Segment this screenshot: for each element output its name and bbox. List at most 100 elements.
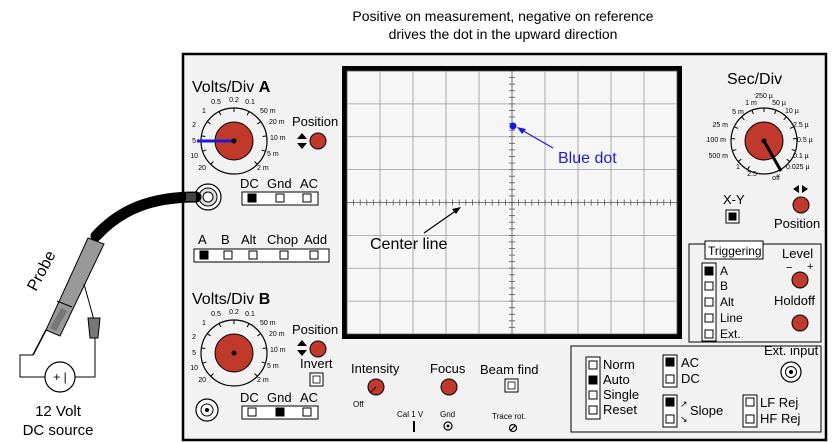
blue-dot bbox=[509, 122, 517, 130]
svg-text:20 m: 20 m bbox=[269, 331, 285, 338]
coupling-a-ac-button[interactable] bbox=[302, 193, 312, 203]
svg-text:0.5: 0.5 bbox=[211, 99, 221, 106]
sweep-norm-button[interactable] bbox=[588, 360, 598, 370]
trig-ac-button[interactable] bbox=[665, 357, 675, 367]
svg-text:2.5: 2.5 bbox=[747, 171, 757, 178]
level-plus: + bbox=[807, 261, 813, 273]
horizontal-position-knob[interactable] bbox=[792, 196, 810, 214]
svg-text:1: 1 bbox=[736, 164, 740, 171]
focus-label: Focus bbox=[430, 361, 466, 376]
svg-text:1: 1 bbox=[202, 320, 206, 327]
mode-add-button[interactable] bbox=[309, 250, 319, 260]
coupling-b-gnd-label: Gnd bbox=[267, 390, 292, 405]
trig-dc-button[interactable] bbox=[665, 374, 675, 384]
svg-text:5 m: 5 m bbox=[267, 151, 279, 158]
svg-text:0.5: 0.5 bbox=[211, 311, 221, 318]
coupling-b-ac-label: AC bbox=[300, 390, 318, 405]
coupling-b-dc-label: DC bbox=[240, 390, 259, 405]
mode-add-label: Add bbox=[304, 232, 327, 247]
svg-text:50 m: 50 m bbox=[260, 320, 276, 327]
volts-div-a-knob[interactable] bbox=[197, 107, 268, 175]
trigger-source-ext-button[interactable] bbox=[704, 329, 714, 339]
mode-b-button[interactable] bbox=[223, 250, 233, 260]
trace-rot-screw-icon[interactable] bbox=[508, 423, 518, 433]
mode-b-label: B bbox=[221, 232, 230, 247]
trigger-source-a-button[interactable] bbox=[704, 266, 714, 276]
position-a-knob[interactable] bbox=[309, 132, 327, 150]
svg-text:5: 5 bbox=[192, 138, 196, 145]
coupling-b-dc-button[interactable] bbox=[247, 407, 257, 417]
lf-rej-button[interactable] bbox=[745, 397, 755, 407]
svg-text:2 m: 2 m bbox=[257, 377, 269, 384]
ext-input-bnc-connector[interactable] bbox=[780, 361, 802, 383]
position-a-label: Position bbox=[292, 114, 338, 129]
trigger-source-b-button[interactable] bbox=[704, 281, 714, 291]
coupling-a-gnd-label: Gnd bbox=[267, 176, 292, 191]
focus-knob[interactable] bbox=[440, 378, 458, 396]
volts-div-a-scale: 0.5 0.2 0.1 1 50 m 2 20 m 5 10 m 10 5 m … bbox=[190, 97, 286, 172]
position-b-knob[interactable] bbox=[309, 340, 327, 358]
sec-div-title: Sec/Div bbox=[727, 71, 782, 88]
cal-label: Cal 1 V bbox=[397, 410, 424, 419]
slope-fall-button[interactable] bbox=[665, 414, 675, 424]
mode-a-button[interactable] bbox=[199, 250, 209, 260]
slope-rise-icon: ↗ bbox=[680, 399, 688, 409]
trigger-source-alt-button[interactable] bbox=[704, 297, 714, 307]
hf-rej-label: HF Rej bbox=[760, 411, 801, 426]
mode-chop-button[interactable] bbox=[279, 250, 289, 260]
source-label-line-2: DC source bbox=[23, 422, 94, 439]
svg-text:0.1 µ: 0.1 µ bbox=[793, 153, 809, 160]
slope-label: Slope bbox=[690, 403, 723, 418]
input-a-bnc-connector[interactable] bbox=[194, 183, 222, 211]
triggering-title: Triggering bbox=[708, 244, 762, 258]
coupling-a-dc-button[interactable] bbox=[247, 193, 257, 203]
volts-div-b-knob[interactable] bbox=[200, 319, 268, 387]
intensity-label: Intensity bbox=[351, 361, 400, 376]
invert-button-inner bbox=[312, 375, 321, 384]
mode-chop-label: Chop bbox=[267, 232, 298, 247]
sweep-single-button[interactable] bbox=[588, 390, 598, 400]
position-b-arrows-icon bbox=[297, 340, 307, 356]
coupling-b-gnd-button[interactable] bbox=[275, 407, 285, 417]
svg-text:500 m: 500 m bbox=[709, 153, 729, 160]
invert-label: Invert bbox=[300, 356, 333, 371]
horizontal-position-arrows-icon bbox=[793, 185, 808, 193]
svg-text:2: 2 bbox=[192, 122, 196, 129]
beam-find-label: Beam find bbox=[480, 362, 539, 377]
coupling-a-dc-label: DC bbox=[240, 176, 259, 191]
sweep-reset-button[interactable] bbox=[588, 405, 598, 415]
ext-input-label: Ext. input bbox=[764, 343, 819, 358]
gnd-label: Gnd bbox=[440, 410, 455, 419]
svg-text:10 m: 10 m bbox=[270, 135, 286, 142]
sec-div-knob[interactable] bbox=[730, 107, 798, 175]
horizontal-position-label: Position bbox=[774, 216, 820, 231]
input-b-bnc-connector[interactable] bbox=[195, 398, 219, 422]
center-line-arrow bbox=[423, 209, 458, 234]
position-b-label: Position bbox=[292, 322, 338, 337]
holdoff-label: Holdoff bbox=[774, 293, 815, 308]
trigger-source-line-button[interactable] bbox=[704, 313, 714, 323]
svg-text:off: off bbox=[772, 175, 780, 182]
sweep-single-label: Single bbox=[603, 387, 639, 402]
center-line-label: Center line bbox=[370, 236, 447, 253]
holdoff-knob[interactable] bbox=[791, 314, 809, 332]
position-a-arrows-icon bbox=[297, 133, 307, 149]
mode-alt-button[interactable] bbox=[248, 250, 258, 260]
dc-source-polarity: + | bbox=[53, 370, 66, 384]
coupling-b-ac-button[interactable] bbox=[302, 407, 312, 417]
trigger-source-alt-label: Alt bbox=[720, 295, 735, 309]
center-line-arrowhead bbox=[452, 207, 461, 214]
slope-rise-button[interactable] bbox=[665, 397, 675, 407]
trig-dc-label: DC bbox=[681, 371, 700, 386]
volts-div-b-title: Volts/Div B bbox=[192, 291, 270, 308]
caption-line-2: drives the dot in the upward direction bbox=[389, 26, 618, 42]
sweep-auto-button[interactable] bbox=[588, 375, 598, 385]
caption-line-1: Positive on measurement, negative on ref… bbox=[352, 8, 653, 24]
hf-rej-button[interactable] bbox=[745, 414, 755, 424]
svg-text:5 m: 5 m bbox=[267, 363, 279, 370]
coupling-a-gnd-button[interactable] bbox=[275, 193, 285, 203]
svg-text:0.1: 0.1 bbox=[245, 311, 255, 318]
sweep-auto-label: Auto bbox=[603, 372, 630, 387]
level-knob[interactable] bbox=[791, 271, 809, 289]
trace-rot-label: Trace rot. bbox=[492, 412, 526, 421]
